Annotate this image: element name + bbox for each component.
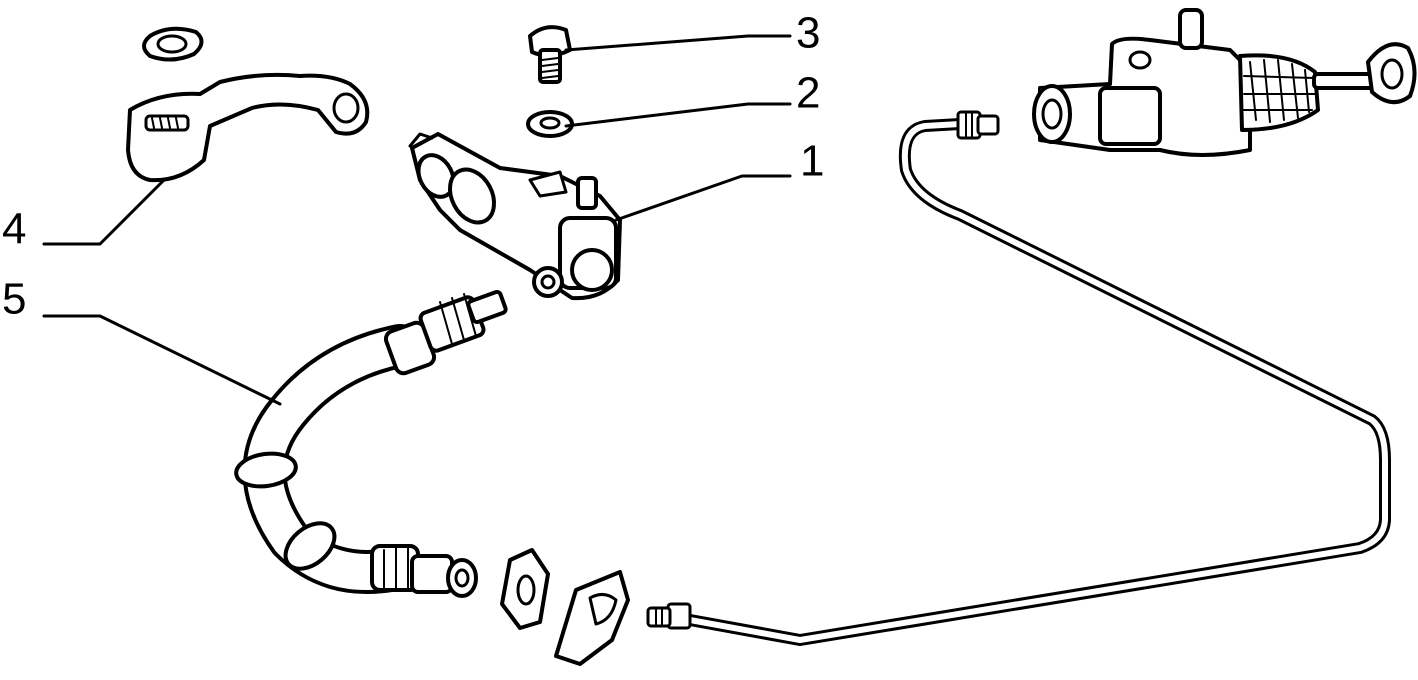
bolt (528, 25, 572, 84)
clutch-slave-cylinder (408, 132, 622, 301)
clutch-master-cylinder (1032, 8, 1417, 157)
leader-line-4 (42, 178, 166, 246)
pipe-lower-fitting (646, 602, 692, 630)
hose-upper-fitting (383, 289, 508, 376)
pipe-upper-fitting (956, 110, 1000, 140)
rigid-clutch-pipe (646, 110, 1391, 646)
leader-line-2 (564, 102, 792, 128)
callout-5: 5 (2, 275, 26, 324)
washer (526, 110, 574, 138)
callout-4: 4 (2, 205, 26, 254)
callout-leaders (42, 34, 792, 406)
retaining-clip (500, 548, 550, 630)
callout-1: 1 (800, 137, 824, 186)
lever-bracket (126, 26, 370, 183)
hose-lower-fitting (370, 544, 478, 598)
callout-3: 3 (796, 9, 820, 58)
leader-line-3 (564, 34, 792, 52)
leader-line-5 (42, 314, 282, 406)
master-cylinder-boot (1238, 53, 1320, 132)
flexible-hose (234, 289, 508, 598)
callout-2: 2 (796, 69, 820, 118)
support-bracket-plate (554, 570, 630, 666)
leader-line-1 (614, 174, 792, 222)
